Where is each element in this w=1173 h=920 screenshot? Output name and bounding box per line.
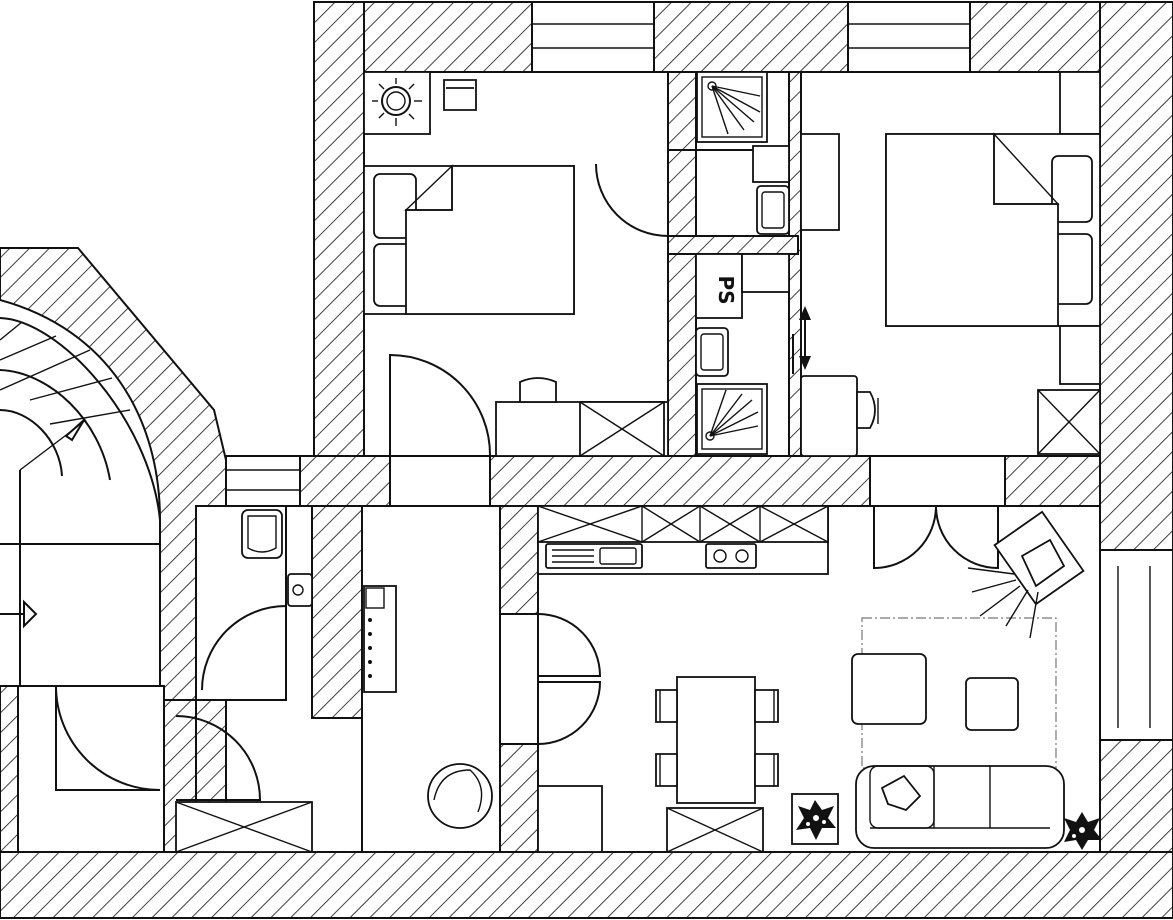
wall-right-lower xyxy=(1099,739,1173,853)
bedroom2-furniture xyxy=(792,71,1101,457)
door-storage xyxy=(175,715,262,801)
sofa-cushion xyxy=(880,774,922,812)
wall-living-left-upper xyxy=(499,505,539,615)
sink-2 xyxy=(695,327,729,377)
window-bedroom1 xyxy=(531,1,655,73)
wall-bath-left xyxy=(667,71,697,457)
up-down-arrow-icon xyxy=(799,306,811,370)
dresser xyxy=(800,375,858,457)
bath-fixtures: PS xyxy=(695,71,840,455)
sofa xyxy=(855,765,1065,849)
door-entry xyxy=(55,685,161,791)
sink-1 xyxy=(756,185,790,235)
pillow-2a xyxy=(1051,155,1093,223)
window-living xyxy=(1099,549,1173,741)
windows xyxy=(225,1,1173,741)
wall-upper-left xyxy=(313,1,365,503)
door-living-upper xyxy=(537,613,602,677)
stair-arrow-icon xyxy=(64,419,85,442)
nightstand-bottom xyxy=(1059,325,1101,385)
window-bedroom2 xyxy=(847,1,971,73)
wall-top xyxy=(313,1,1173,73)
stair-direction-icon xyxy=(23,599,38,629)
entry xyxy=(17,685,165,853)
dining-chair-4 xyxy=(754,753,779,787)
door-bedroom1 xyxy=(389,353,492,457)
door-bedroom2-right xyxy=(935,505,999,570)
staircase xyxy=(0,317,161,687)
dining-chair-1 xyxy=(655,689,678,723)
wall-under-bedroom2 xyxy=(1004,455,1101,507)
door-bedroom2-left xyxy=(873,505,937,570)
shaft-label: PS xyxy=(714,275,738,304)
doors xyxy=(55,160,999,801)
dining-chair-3 xyxy=(754,689,779,723)
dining-chair-2 xyxy=(655,753,678,787)
hall-armchair xyxy=(427,763,493,829)
wall-far-left xyxy=(0,685,19,853)
armchair-living xyxy=(851,653,927,725)
wall-bath-right xyxy=(788,71,802,457)
armchair-small xyxy=(443,79,477,111)
shower-1 xyxy=(696,71,768,143)
wall-hall-top xyxy=(299,455,391,507)
shower-2 xyxy=(696,383,768,455)
kitchen xyxy=(537,505,829,575)
upper-cabinets xyxy=(537,505,829,543)
living-furniture xyxy=(655,510,1102,853)
wall-bath-mid xyxy=(667,149,697,247)
wall-bottom xyxy=(0,851,1173,919)
nightstand-top xyxy=(1059,71,1101,135)
wc-sink xyxy=(287,573,313,607)
plant-corner-icon xyxy=(1064,812,1102,850)
toilet xyxy=(241,509,283,559)
coffee-table xyxy=(965,677,1019,731)
door-wc xyxy=(201,604,287,691)
wall-under-bedroom1 xyxy=(489,455,871,507)
plant-icon xyxy=(796,800,836,840)
wall-right-upper xyxy=(1099,1,1173,551)
wall-bath-cross xyxy=(667,235,799,255)
desk-chair xyxy=(519,377,557,403)
wall-living-left-lower xyxy=(499,743,539,853)
door-living-lower xyxy=(537,681,602,745)
dresser-chair xyxy=(856,391,876,429)
tv-icon xyxy=(967,510,1085,639)
dining-table xyxy=(676,676,756,804)
bedroom1-furniture xyxy=(363,71,669,457)
shaft xyxy=(695,253,743,319)
hall-furniture xyxy=(175,509,603,853)
bath2-cabinet xyxy=(741,253,790,293)
living-cabinet xyxy=(537,785,603,853)
wall-hall-left xyxy=(311,505,363,719)
bath1-cabinet xyxy=(752,145,790,183)
bedroom2-shelf xyxy=(800,133,840,231)
stove xyxy=(363,71,431,135)
door-bath1 xyxy=(595,160,669,237)
window-wc xyxy=(225,455,301,507)
